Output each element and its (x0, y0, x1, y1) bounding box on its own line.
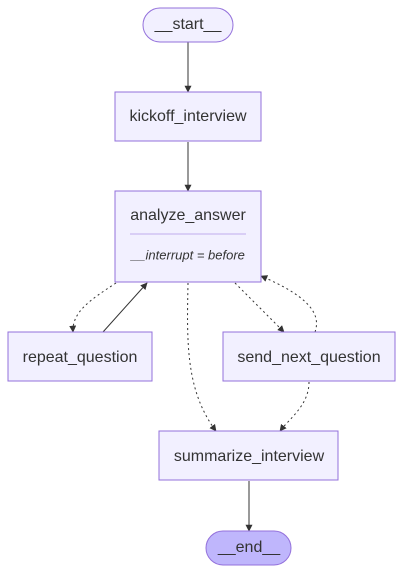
edge-repeat-to-analyze (102, 282, 148, 333)
node-start[interactable]: __start__ (142, 7, 234, 43)
node-kickoff-interview-label: kickoff_interview (129, 108, 247, 125)
node-summarize-interview[interactable]: summarize_interview (158, 430, 339, 481)
node-analyze-answer-note: __interrupt = before (129, 247, 245, 262)
edges (69, 42, 317, 532)
node-kickoff-interview[interactable]: kickoff_interview (114, 91, 262, 142)
edge-send-next-to-analyze (260, 275, 317, 333)
node-send-next-question[interactable]: send_next_question (222, 331, 396, 382)
edge-send-next-to-summarize (279, 381, 310, 432)
node-analyze-answer-label: analyze_answer (130, 207, 246, 224)
node-end-label: __end__ (217, 539, 281, 556)
node-start-label: __start__ (154, 16, 223, 33)
node-repeat-question[interactable]: repeat_question (7, 331, 153, 382)
node-send-next-question-label: send_next_question (237, 349, 380, 366)
node-analyze-answer[interactable]: analyze_answer __interrupt = before (114, 190, 262, 283)
edge-analyze-to-summarize (187, 282, 217, 432)
node-end[interactable]: __end__ (205, 530, 292, 566)
node-repeat-question-label: repeat_question (23, 349, 138, 366)
node-summarize-interview-label: summarize_interview (174, 448, 325, 465)
edge-analyze-to-send-next (234, 282, 285, 333)
